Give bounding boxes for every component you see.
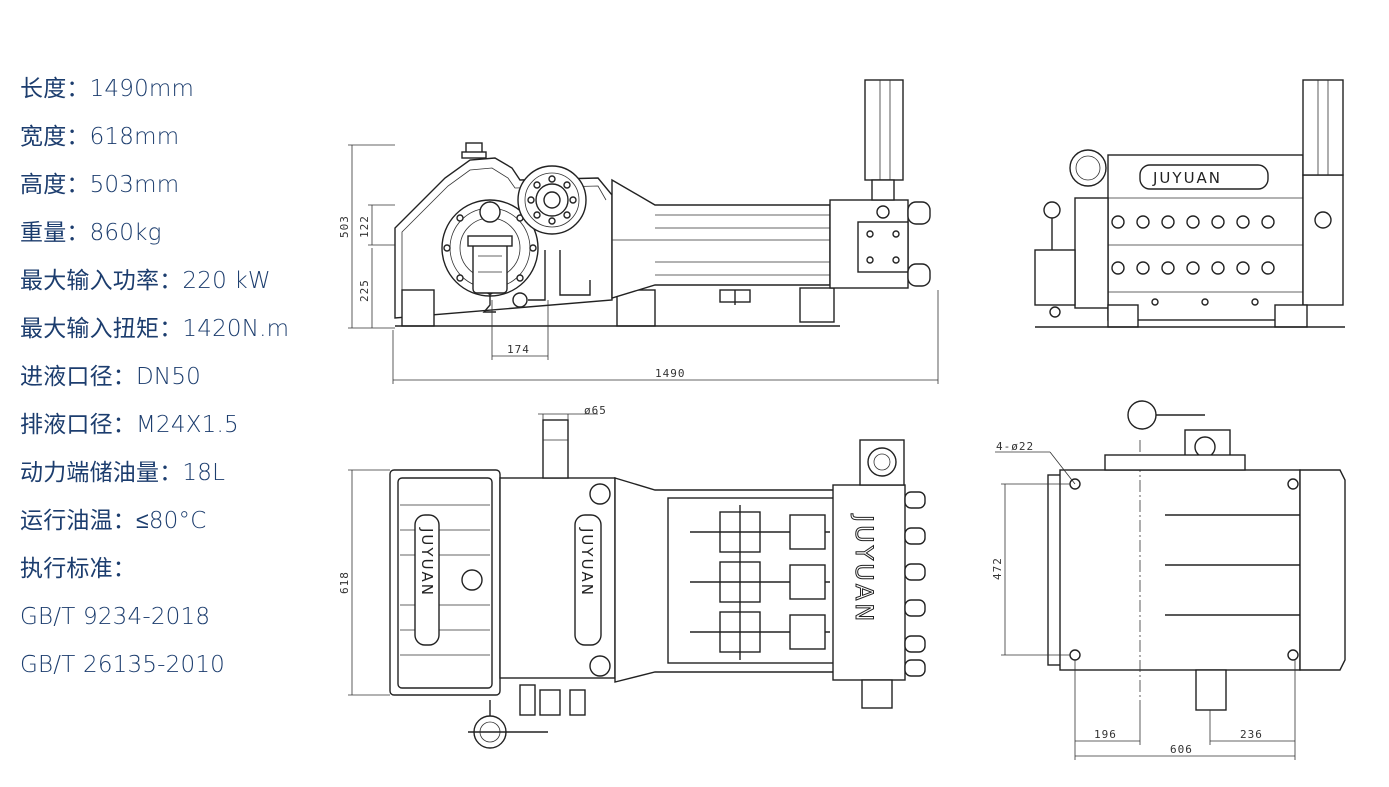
- spec-inlet: 进液口径：DN50: [20, 364, 201, 390]
- spec-outlet: 排液口径：M24X1.5: [20, 412, 239, 438]
- spec-length: 长度：1490mm: [20, 76, 195, 102]
- dim-holes: 4-ø22: [996, 440, 1034, 453]
- base-view: 4-ø22 472 196 236 606: [991, 400, 1346, 760]
- side-brand-plate: JUYUAN: [1152, 169, 1222, 187]
- spec-standard-label: 执行标准：: [20, 556, 136, 582]
- side-view: JUYUAN: [1034, 79, 1345, 328]
- dim-front-height-upper: 122: [358, 215, 371, 238]
- spec-max-torque: 最大输入扭矩：1420N.m: [20, 316, 290, 342]
- top-brand-plate-1: JUYUAN: [418, 527, 436, 597]
- spec-oil-temp: 运行油温：≤80°C: [20, 508, 207, 534]
- spec-standard-1: GB/T 9234-2018: [20, 604, 211, 630]
- spec-weight: 重量：860kg: [20, 220, 162, 246]
- spec-height: 高度：503mm: [20, 172, 180, 198]
- dim-front-height-total: 503: [338, 215, 351, 238]
- top-brand-plate-2: JUYUAN: [578, 527, 596, 597]
- dim-base-right: 236: [1240, 728, 1263, 741]
- spec-list: 长度：1490mm 宽度：618mm 高度：503mm 重量：860kg 最大输…: [20, 72, 289, 696]
- dim-base-width: 472: [991, 557, 1004, 580]
- dim-shaft-diameter: ø65: [584, 404, 607, 417]
- front-view: 503 122 225 174 1490: [338, 79, 939, 384]
- dim-front-offset: 174: [507, 343, 530, 356]
- spec-oil-capacity: 动力端储油量：18L: [20, 460, 226, 486]
- dim-top-width: 618: [338, 571, 351, 594]
- dim-front-length: 1490: [655, 367, 686, 380]
- top-brand-fluid-end: JUYUAN: [850, 513, 878, 624]
- spec-standard-2: GB/T 26135-2010: [20, 652, 225, 678]
- dim-front-height-lower: 225: [358, 279, 371, 302]
- dim-base-total: 606: [1170, 743, 1193, 756]
- top-view: JUYUAN JUYUAN ø65: [338, 404, 926, 749]
- spec-max-power: 最大输入功率：220 kW: [20, 268, 271, 294]
- dim-base-left: 196: [1094, 728, 1117, 741]
- spec-width: 宽度：618mm: [20, 124, 180, 150]
